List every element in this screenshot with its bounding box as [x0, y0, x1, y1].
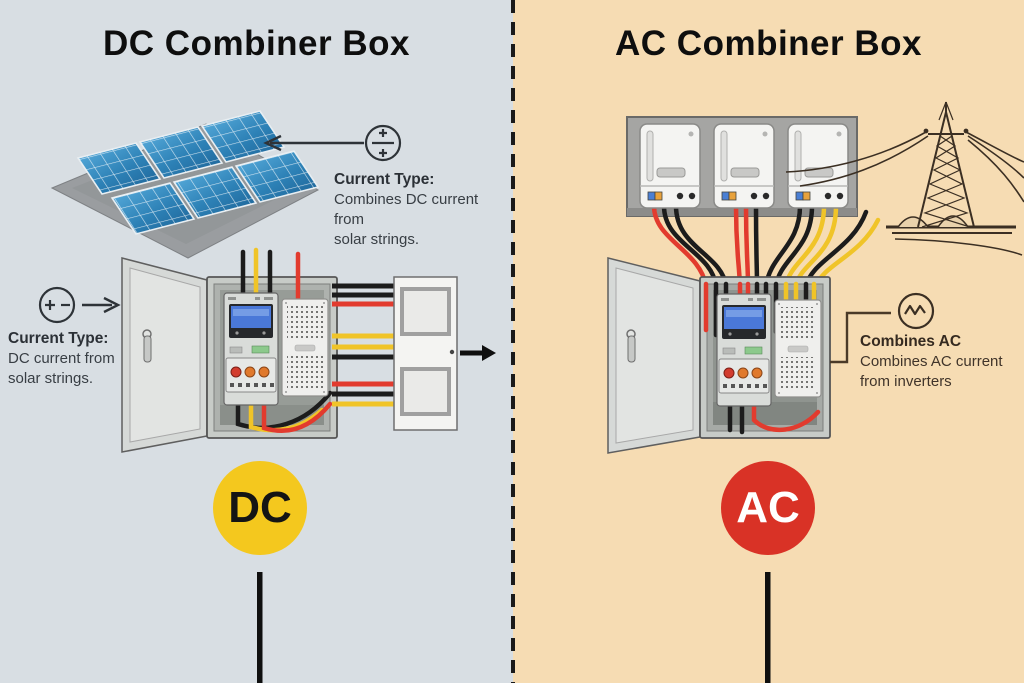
ac-annotation: Combines AC Combines AC current from inv…	[860, 332, 1020, 392]
dc-combined-annotation: Current Type: Combines DC current from s…	[334, 170, 509, 250]
dc-combined-annotation-line1: Combines DC current from	[334, 191, 479, 228]
ac-annotation-line1: Combines AC current	[860, 353, 1003, 370]
ac-annotation-line2: from inverters	[860, 373, 952, 390]
dc-source-annotation-heading: Current Type:	[8, 330, 109, 347]
dc-title: DC Combiner Box	[103, 24, 410, 63]
ac-title: AC Combiner Box	[615, 24, 922, 63]
ac-badge: AC	[721, 461, 815, 555]
dc-source-annotation-line1: DC current from	[8, 350, 115, 367]
dc-source-annotation-line2: solar strings.	[8, 370, 94, 387]
dc-badge: DC	[213, 461, 307, 555]
dc-combined-annotation-heading: Current Type:	[334, 171, 435, 188]
dc-source-annotation: Current Type: DC current from solar stri…	[8, 329, 143, 389]
dc-combined-annotation-line2: solar strings.	[334, 231, 420, 248]
ac-annotation-heading: Combines AC	[860, 333, 962, 350]
center-dashed-divider	[511, 0, 515, 683]
